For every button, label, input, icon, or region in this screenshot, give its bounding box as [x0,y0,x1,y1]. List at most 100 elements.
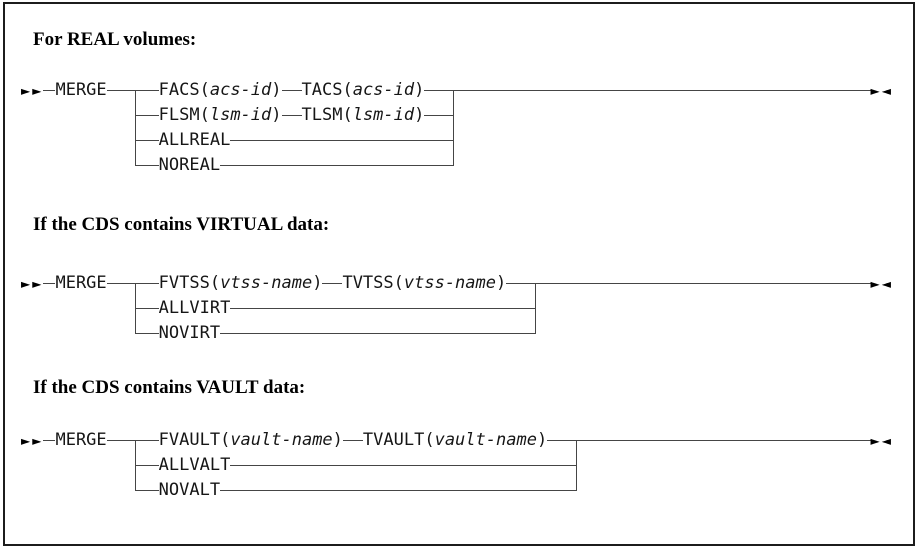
diagram-start-arrows-icon: ►► [21,276,44,291]
command-token: MERGE [55,430,107,450]
rail-line [230,140,455,141]
rail-line [577,440,871,441]
alternatives-branch: FVAULT(vault-name)TVAULT(vault-name)ALLV… [134,428,578,503]
variable-text: acs-id [352,80,415,100]
keyword-text: FACS( [158,80,210,100]
parameter-token: NOVIRT [159,321,220,346]
rail-line [454,90,871,91]
rail-line [547,440,578,441]
parameter-token: ALLVALT [159,453,231,478]
rail-line [281,90,302,91]
rail-line [134,140,159,141]
keyword-text: ) [536,430,548,450]
rail-line [43,440,56,441]
alternative-row: FLSM(lsm-id)TLSM(lsm-id) [134,103,455,128]
rail-line [134,165,159,166]
keyword-text: ) [414,105,425,125]
keyword-text: NOREAL [158,155,221,175]
diagram-start-arrows-icon: ►► [21,433,44,448]
parameter-token: ALLREAL [159,128,231,153]
rail-line [134,115,159,116]
parameter-token: FVAULT(vault-name) [159,428,343,453]
parameter-token: FVTSS(vtss-name) [159,271,323,296]
rail-line [342,440,363,441]
alternative-row: NOREAL [134,153,455,178]
rail-line [230,308,537,309]
section-heading: If the CDS contains VIRTUAL data: [33,214,330,235]
variable-text: lsm-id [209,105,272,125]
diagram-end-arrows-icon: ►◄ [870,83,893,98]
rail-line [281,115,302,116]
alternative-row: ALLVIRT [134,296,537,321]
alternative-row: FVAULT(vault-name)TVAULT(vault-name) [134,428,578,453]
keyword-text: ) [271,80,282,100]
parameter-token: TLSM(lsm-id) [302,103,425,128]
rail-line [106,90,135,91]
rail-line [134,308,159,309]
rail-line [536,283,871,284]
keyword-text: ) [496,273,507,293]
parameter-token: ALLVIRT [159,296,231,321]
variable-text: lsm-id [352,105,415,125]
rail-line [506,283,537,284]
rail-line [106,283,135,284]
section-heading: If the CDS contains VAULT data: [33,377,306,398]
parameter-token: TVAULT(vault-name) [363,428,547,453]
rail-line [134,440,159,441]
command-token: MERGE [55,80,107,100]
keyword-text: ALLVIRT [158,298,231,318]
section-virtual-data: If the CDS contains VIRTUAL data: ►► MERG… [21,215,893,346]
keyword-text: ) [414,80,425,100]
rail-line [424,90,455,91]
keyword-text: ) [332,430,343,450]
parameter-token: TACS(acs-id) [302,78,425,103]
rail-line [322,283,343,284]
section-vault-data: If the CDS contains VAULT data: ►► MERGE F… [21,378,893,503]
rail-line [134,465,159,466]
parameter-token: FLSM(lsm-id) [159,103,282,128]
keyword-text: ) [312,273,323,293]
keyword-text: ) [271,105,282,125]
alternative-row: ALLVALT [134,453,578,478]
keyword-text: TVAULT( [362,430,435,450]
diagram-start-arrows-icon: ►► [21,83,44,98]
keyword-text: FVAULT( [158,430,231,450]
keyword-text: FLSM( [158,105,210,125]
rail-line [134,283,159,284]
parameter-token: FACS(acs-id) [159,78,282,103]
rail-line [220,165,455,166]
rail-line [230,465,578,466]
parameter-token: NOVALT [159,478,220,503]
rail-line [43,90,56,91]
rail-line [424,115,455,116]
diagram-end-arrows-icon: ►◄ [870,276,893,291]
rail-line [134,333,159,334]
rail-line [43,283,56,284]
variable-text: vault-name [434,430,537,450]
keyword-text: NOVIRT [158,323,221,343]
variable-text: vault-name [230,430,333,450]
rail-line [220,333,537,334]
variable-text: acs-id [209,80,272,100]
command-token: MERGE [55,273,107,293]
keyword-text: TACS( [301,80,353,100]
alternative-row: FVTSS(vtss-name)TVTSS(vtss-name) [134,271,537,296]
parameter-token: TVTSS(vtss-name) [342,271,506,296]
keyword-text: ALLVALT [158,455,231,475]
diagram-end-arrows-icon: ►◄ [870,433,893,448]
alternative-row: FACS(acs-id)TACS(acs-id) [134,78,455,103]
variable-text: vtss-name [403,273,496,293]
keyword-text: NOVALT [158,480,221,500]
alternative-row: NOVALT [134,478,578,503]
rail-line [106,440,135,441]
variable-text: vtss-name [220,273,313,293]
keyword-text: TVTSS( [342,273,404,293]
keyword-text: FVTSS( [158,273,221,293]
